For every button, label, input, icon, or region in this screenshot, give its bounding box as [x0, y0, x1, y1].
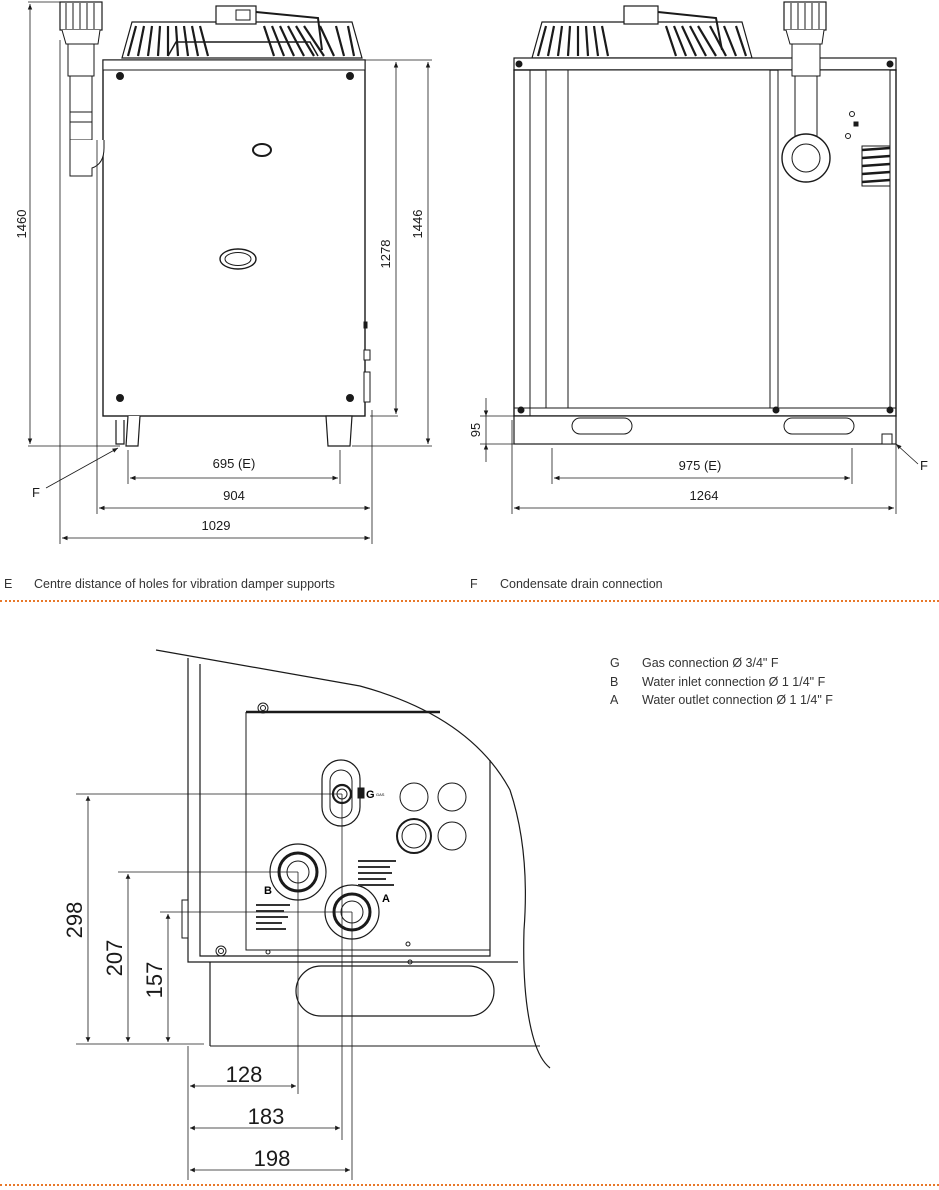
- legend-item-G: G Gas connection Ø 3/4" F: [610, 654, 833, 673]
- detail-width-gas: 183: [248, 1104, 285, 1129]
- front-drain-label: F: [32, 485, 40, 500]
- legend-item-B: B Water inlet connection Ø 1 1/4" F: [610, 673, 833, 692]
- legend-key: G: [610, 656, 620, 670]
- detail-plate-text: [256, 860, 396, 930]
- detail-view: [155, 649, 551, 1069]
- label-gas-small: GAS: [376, 792, 385, 797]
- detail-width-outlet: 198: [254, 1146, 291, 1171]
- legend-item-F: F Condensate drain connection: [470, 577, 663, 591]
- connections-legend: G Gas connection Ø 3/4" F B Water inlet co…: [610, 654, 833, 710]
- detail-dimension-lines: [76, 793, 353, 1180]
- front-height-overall: 1460: [14, 210, 29, 239]
- front-view: [59, 1, 371, 447]
- side-drain-label: F: [920, 458, 928, 473]
- label-gas-G: G: [366, 789, 375, 801]
- front-foot-left: [125, 415, 141, 447]
- front-fan-grille: [121, 5, 363, 59]
- side-base-height: 95: [468, 423, 483, 437]
- side-flue-pipe: [781, 1, 831, 183]
- legend-text: Centre distance of holes for vibration d…: [34, 577, 335, 591]
- front-width-overall: 1029: [202, 518, 231, 533]
- legend-text: Condensate drain connection: [500, 577, 663, 591]
- front-access-port: [219, 248, 257, 270]
- front-width-feet-holes: 695 (E): [213, 456, 256, 471]
- side-fan-grille: [531, 5, 753, 59]
- front-dimension-lines: [27, 1, 432, 544]
- detail-height-gas: 298: [62, 902, 87, 939]
- front-height-with-feet: 1446: [410, 210, 425, 239]
- legend-text: Gas connection Ø 3/4" F: [642, 656, 779, 670]
- legend-item-E: E Centre distance of holes for vibration …: [4, 577, 335, 591]
- gas-connection-G: [321, 759, 365, 827]
- front-sight-port: [252, 143, 272, 157]
- detail-height-outlet: 157: [142, 962, 167, 999]
- legend-key: E: [4, 577, 13, 591]
- separator-top: [0, 600, 939, 602]
- side-width-overall: 1264: [690, 488, 719, 503]
- side-vent-louvres: [861, 145, 891, 187]
- front-flue-pipe: [59, 1, 105, 177]
- front-drain: [115, 420, 125, 445]
- legend-item-A: A Water outlet connection Ø 1 1/4" F: [610, 691, 833, 710]
- front-width-body: 904: [223, 488, 245, 503]
- side-view: [513, 1, 897, 445]
- side-dimension-lines: [480, 398, 919, 514]
- legend-text: Water inlet connection Ø 1 1/4" F: [642, 674, 826, 689]
- legend-key: A: [610, 693, 619, 707]
- front-cabinet: [102, 59, 366, 417]
- front-foot-right: [325, 415, 353, 447]
- separator-bottom: [0, 1184, 939, 1186]
- side-width-feet-holes: 975 (E): [679, 458, 722, 473]
- detail-width-inlet: 128: [226, 1062, 263, 1087]
- detail-height-inlet: 207: [102, 940, 127, 977]
- detail-break-line: [155, 649, 551, 1069]
- label-outlet-A: A: [382, 893, 390, 905]
- legend-key: B: [610, 674, 619, 689]
- legend-key: F: [470, 577, 478, 591]
- legend-text: Water outlet connection Ø 1 1/4" F: [642, 693, 833, 707]
- label-inlet-B: B: [264, 885, 272, 897]
- front-height-cabinet: 1278: [378, 240, 393, 269]
